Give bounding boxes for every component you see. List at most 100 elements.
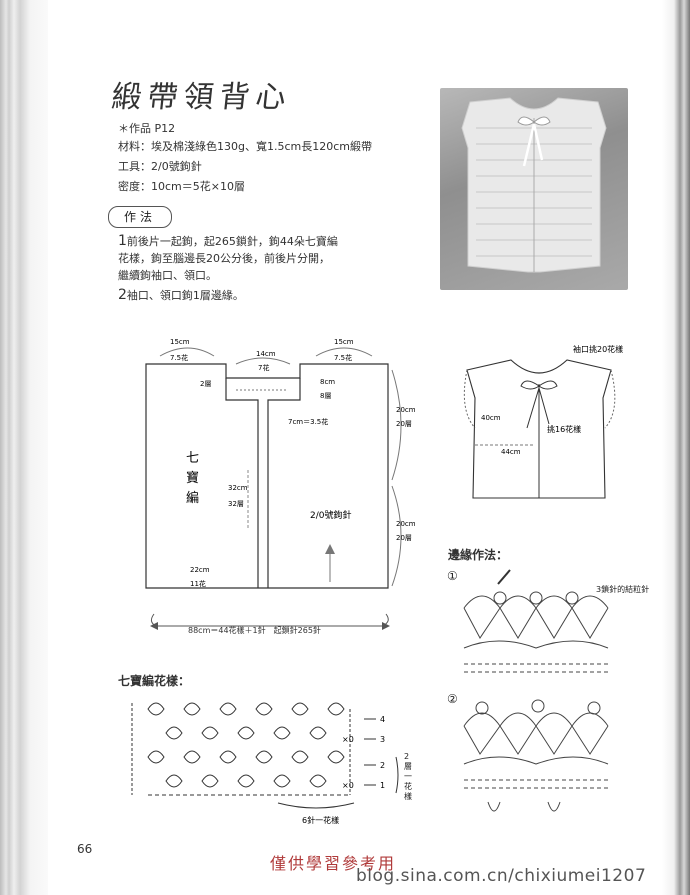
edging1-zigzag: [463, 607, 609, 639]
edging1-chain-rows: [464, 663, 610, 673]
tools-line: 工具：2/0號鉤針: [118, 160, 202, 173]
page-number: 66: [77, 842, 93, 856]
edging2-picot-1: [475, 701, 489, 715]
pattern-label-2: 寶: [186, 470, 199, 486]
step-2: 2袖口、領口鉤1層邊緣。: [118, 287, 244, 304]
dim-rows-2: 2層: [200, 380, 211, 388]
step-2-line-1: 袖口、領口鉤1層邊緣。: [126, 289, 244, 302]
book-page-edge-right: [662, 0, 690, 895]
dim-arc-shoulder-left: [159, 347, 215, 357]
step-1-line-2: 花樣，鉤至腦邊長20公分後，前後片分開，: [118, 252, 330, 265]
dim-side-rows: 20層: [396, 534, 412, 542]
dim-shoulder-right-cm: 15cm: [334, 338, 354, 346]
edging2-zigzag: [463, 725, 609, 755]
edging1-base-arc: [463, 640, 609, 649]
vest-height-label: 40cm: [481, 414, 501, 422]
chart-x0-upper: ×0: [342, 735, 354, 744]
edging1-picot-3: [565, 591, 579, 605]
chart-x0-lower: ×0: [342, 781, 354, 790]
step-1-number: 1: [118, 233, 127, 249]
gauge-line: 密度：10cm＝5花×10層: [118, 180, 245, 193]
vest-armhole-edging: [463, 369, 616, 429]
total-width-label: 88cm＝44花樣＋1針 起鎖針265針: [188, 626, 321, 635]
edging1-loops-top: [463, 595, 609, 609]
vest-ribbon: [526, 387, 550, 429]
edging1-picot-2: [529, 591, 543, 605]
work-direction-arrowhead: [325, 544, 335, 554]
dim-neck-depth-cm: 8cm: [320, 378, 335, 386]
blog-url: blog.sina.com.cn/chixiumei1207: [356, 866, 647, 886]
watermark: 僅供學習參考用: [270, 854, 397, 873]
repeat-stitches-label: 6針一花樣: [302, 815, 339, 825]
edging-chart-2: [463, 699, 610, 812]
hook-label: 2/0號鉤針: [310, 509, 352, 521]
edging2-picot-3: [587, 701, 601, 715]
vest-photo: [440, 88, 628, 290]
edging-title: 邊緣作法：: [448, 548, 509, 562]
row-label-4: 4: [380, 715, 385, 724]
total-width-dimension: [150, 613, 390, 630]
edging-step-1-number: ①: [447, 569, 458, 583]
dim-neck-depth-rows: 8層: [320, 392, 331, 400]
pattern-chart: 4 3 2 1 ×0 ×0 6針一花樣: [131, 702, 399, 825]
dim-arc-shoulder-right: [315, 347, 373, 357]
materials-line: 材料：埃及棉淺綠色130g、寬1.5cm長120cm緞帶: [118, 140, 372, 153]
dim-shoulder-left-cm: 15cm: [170, 338, 190, 346]
dim-shoulder-right-flowers: 7.5花: [334, 353, 352, 362]
vest-pick-label: 挑16花樣: [547, 424, 581, 434]
dim-armhole-cm: 20cm: [396, 406, 416, 414]
row-label-2: 2: [380, 761, 385, 770]
dim-height-cm: 32cm: [228, 484, 248, 492]
edging2-base-arc: [463, 756, 609, 765]
dim-arc-armhole: [391, 369, 402, 481]
armhole-pick-label: 袖口挑20花樣: [573, 344, 623, 354]
dim-arc-side: [391, 485, 402, 587]
edging-step-2-number: ②: [447, 692, 458, 706]
schematic-neck-split: [225, 378, 301, 588]
book-page-edge-left: [0, 0, 48, 895]
dim-arc-neck: [235, 357, 291, 365]
page-title: 緞帶領背心: [109, 80, 294, 115]
repeat-rows-label: 2層一花樣: [404, 752, 412, 801]
edging-chart-1: [463, 569, 610, 673]
vest-width-label: 44cm: [501, 448, 521, 456]
edging2-loops-top: [463, 712, 609, 727]
pattern-label-3: 編: [186, 490, 199, 506]
chart-leaf-grid: [147, 702, 345, 788]
pattern-chart-title: 七寶編花樣：: [118, 674, 191, 688]
vest-outline: [466, 359, 612, 499]
work-reference: ＊作品 P12: [118, 122, 176, 135]
dim-bottom-flowers: 11花: [190, 579, 206, 588]
vest-photo-image: [461, 97, 607, 273]
dim-height-rows: 32層: [228, 500, 244, 508]
total-width-line: [150, 613, 389, 627]
dim-armhole-rows: 20層: [396, 420, 412, 428]
edging-note: 3鎖針的結粒針: [596, 585, 650, 594]
dim-front-width: 7cm＝3.5花: [288, 417, 328, 426]
vest-line-drawing: 袖口挑20花樣 40cm 44cm 挑16花樣: [463, 344, 623, 499]
step-2-number: 2: [118, 287, 127, 303]
method-badge: 作法: [108, 206, 172, 228]
edging1-hook: [497, 569, 511, 585]
schematic-outline: [145, 363, 389, 589]
step-1-line-3: 繼續鉤袖口、領口。: [118, 269, 217, 282]
step-1-line-1: 前後片一起鉤，起265鎖針，鉤44朵七寶編: [126, 235, 338, 248]
dim-neck-flowers: 7花: [258, 363, 269, 372]
edging2-chain-rows: [464, 779, 610, 789]
pattern-label-1: 七: [186, 451, 199, 466]
step-1: 1前後片一起鉤，起265鎖針，鉤44朵七寶編 花樣，鉤至腦邊長20公分後，前後片…: [118, 233, 338, 284]
total-width-arrow-left: [150, 622, 158, 630]
repeat-stitch-bracket: [277, 802, 355, 809]
edging1-picot-1: [493, 591, 507, 605]
vest-bow: [520, 380, 558, 390]
row-label-1: 1: [380, 781, 385, 790]
dim-bottom-cm: 22cm: [190, 566, 210, 574]
total-width-arrow-right: [382, 622, 390, 630]
edging2-lower-loops: [487, 801, 561, 812]
row-label-3: 3: [380, 735, 385, 744]
vest-schematic: 15cm 7.5花 14cm 7花 15cm 7.5花 2層 8cm 8層 7c…: [145, 338, 416, 589]
dim-side-cm: 20cm: [396, 520, 416, 528]
edging2-picot-2: [531, 699, 545, 713]
repeat-rows-bracket: [395, 756, 399, 794]
dim-shoulder-left-flowers: 7.5花: [170, 353, 188, 362]
